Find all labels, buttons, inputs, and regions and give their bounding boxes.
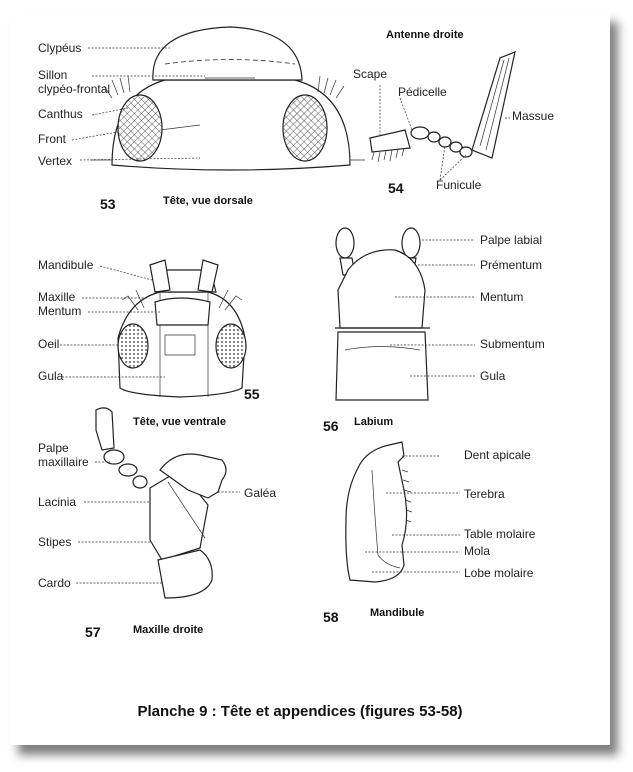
plate-title: Planche 9 : Tête et appendices (figures … <box>137 703 463 720</box>
label-mola: Mola <box>464 544 491 558</box>
figure-56-drawing <box>335 227 475 401</box>
label-oeil: Oeil <box>38 337 60 351</box>
figure-58-caption: Mandibule <box>370 607 425 619</box>
label-table-molaire: Table molaire <box>464 527 536 541</box>
label-lobe-molaire: Lobe molaire <box>464 566 534 580</box>
figure-57-drawing <box>76 407 240 599</box>
label-massue: Massue <box>512 109 555 123</box>
label-galea: Galéa <box>244 486 277 500</box>
label-mandibule-ventral: Mandibule <box>38 258 94 272</box>
figure-55-caption: Tête, vue ventrale <box>133 416 226 428</box>
label-maxille: Maxille <box>38 290 76 304</box>
figure-53-caption: Tête, vue dorsale <box>163 195 253 207</box>
figure-53-number: 53 <box>100 196 116 212</box>
label-palpe: Palpe <box>38 441 69 455</box>
label-dent-apicale: Dent apicale <box>464 448 531 462</box>
figure-54-drawing <box>369 51 516 181</box>
figure-54-caption: Antenne droite <box>386 29 464 41</box>
label-mentum-ventral: Mentum <box>38 304 82 318</box>
label-palpe-labial: Palpe labial <box>480 233 543 247</box>
label-terebra: Terebra <box>464 487 505 501</box>
label-funicule: Funicule <box>436 178 482 192</box>
figure-58-number: 58 <box>323 609 339 625</box>
figure-57-caption: Maxille droite <box>133 624 204 636</box>
figure-54-number: 54 <box>388 180 404 196</box>
label-stipes: Stipes <box>38 535 72 549</box>
label-cardo: Cardo <box>38 576 71 590</box>
label-submentum: Submentum <box>480 337 545 351</box>
label-maxillaire: maxillaire <box>38 455 89 469</box>
figure-55-number: 55 <box>244 386 260 402</box>
label-scape: Scape <box>353 67 388 81</box>
label-sillon: Sillon <box>38 68 68 82</box>
figure-55-drawing <box>60 259 247 398</box>
figure-53-drawing <box>71 26 365 171</box>
label-gula: Gula <box>480 369 506 383</box>
figure-56-number: 56 <box>323 418 339 434</box>
label-gula-ventral: Gula <box>38 369 64 383</box>
label-clypeo-frontal: clypéo-frontal <box>38 82 111 96</box>
label-vertex: Vertex <box>38 154 73 168</box>
label-prementum: Prémentum <box>480 258 543 272</box>
figure-56-caption: Labium <box>354 416 394 428</box>
figure-58-drawing <box>345 441 460 583</box>
label-lacinia: Lacinia <box>38 495 77 509</box>
label-pedicelle: Pédicelle <box>398 85 447 99</box>
label-canthus: Canthus <box>38 107 83 121</box>
label-clypeus: Clypéus <box>38 41 82 55</box>
label-mentum: Mentum <box>480 290 524 304</box>
label-front: Front <box>38 132 67 146</box>
figure-57-number: 57 <box>85 624 101 640</box>
